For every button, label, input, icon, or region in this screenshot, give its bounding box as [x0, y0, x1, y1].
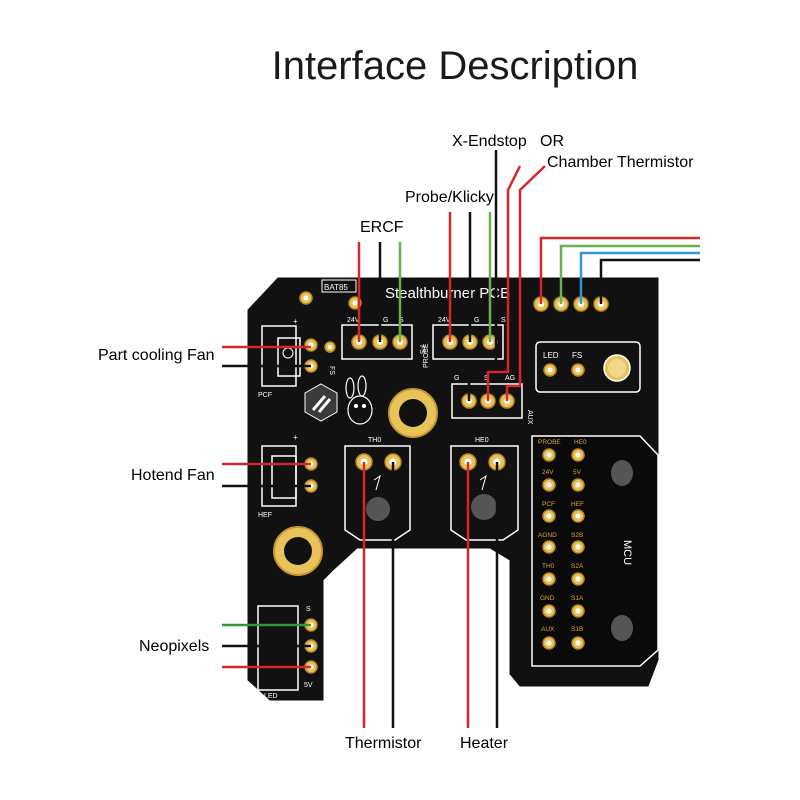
callout-heater: Heater [460, 735, 509, 752]
mounting-hole-icon [388, 388, 438, 438]
callout-part-cooling-fan: Part cooling Fan [98, 347, 215, 364]
svg-text:TH0: TH0 [542, 563, 555, 570]
svg-text:24V: 24V [542, 469, 554, 476]
svg-text:HE0: HE0 [574, 439, 587, 446]
callout-chamber-thermistor: Chamber Thermistor [547, 154, 694, 171]
header-wire-green [559, 244, 700, 304]
led-connector-label: LED [264, 693, 278, 700]
svg-text:PCF: PCF [542, 501, 555, 508]
probe-vertical-label: PROBE [423, 343, 430, 368]
fs-small-vertical: FS [328, 366, 335, 375]
hef-label: HEF [258, 512, 272, 519]
aux-wire-red2 [505, 165, 546, 401]
fs-label: FS [572, 351, 582, 360]
svg-text:GND: GND [540, 595, 555, 602]
callout-thermistor: Thermistor [345, 735, 422, 752]
page-title: Interface Description [271, 44, 639, 88]
svg-text:5V: 5V [573, 469, 582, 476]
svg-text:S1B: S1B [571, 626, 583, 633]
svg-text:S2B: S2B [571, 532, 583, 539]
bat85-label: BAT85 [324, 283, 348, 292]
led-label: LED [543, 351, 559, 360]
pcf-plus: + [293, 317, 298, 326]
logo-hex-icon [304, 383, 338, 422]
svg-text:HEF: HEF [571, 501, 584, 508]
svg-text:PROBE: PROBE [538, 439, 561, 446]
mounting-hole-icon [273, 526, 323, 576]
callout-hotend-fan: Hotend Fan [131, 467, 215, 484]
ercf-pin-24v: 24V [347, 317, 360, 324]
probe-pin-g: G [474, 317, 479, 324]
header-wire-red [539, 236, 700, 304]
bunny-mascot-icon [345, 375, 373, 425]
mcu-mount-hole [611, 460, 633, 486]
neopixel-connector [257, 605, 299, 691]
svg-text:S1A: S1A [571, 595, 584, 602]
mcu-mount-hole [611, 615, 633, 641]
callout-ercf: ERCF [360, 219, 404, 236]
neo-pin-s: S [306, 606, 311, 613]
probe-connector [432, 324, 504, 360]
he0-block [450, 445, 519, 541]
probe-pin-24v: 24V [438, 317, 451, 324]
probe-pin-s: S [501, 317, 506, 324]
ercf-pin-s: S [399, 317, 404, 324]
svg-text:S2A: S2A [571, 563, 584, 570]
svg-text:AUX: AUX [541, 626, 555, 633]
callout-probe-klicky: Probe/Klicky [405, 189, 494, 206]
aux-wire-red [486, 165, 522, 401]
pcf-label: PCF [258, 392, 272, 399]
board-name: Stealthburner PCB [385, 285, 510, 302]
th0-label: TH0 [368, 437, 381, 444]
callout-neopixels: Neopixels [139, 638, 209, 655]
aux-wire-black [467, 150, 498, 401]
svg-text:AGND: AGND [538, 532, 557, 539]
header-wire-black [599, 258, 700, 304]
callout-or: OR [540, 133, 564, 150]
aux-vertical-label: AUX [526, 410, 533, 425]
header-wire-blue [579, 251, 700, 304]
mcu-label: MCU [621, 540, 633, 565]
led-fs-box [535, 341, 641, 393]
aux-pin-ag: AG [505, 375, 515, 382]
bat85-outline [321, 279, 357, 293]
aux-pin-g: G [454, 375, 459, 382]
he0-label: HE0 [475, 437, 489, 444]
th0-block [344, 445, 411, 541]
ercf-connector [341, 324, 413, 360]
callout-x-endstop: X-Endstop [452, 133, 527, 150]
mcu-panel [531, 435, 659, 667]
ercf-pin-g: G [383, 317, 388, 324]
fs-vertical-label: FS [418, 345, 425, 354]
hef-plus: + [293, 433, 298, 442]
neo-pin-5v: 5V [304, 682, 313, 689]
aux-pin-s: S [484, 375, 489, 382]
mcu-pad-grid: PROBE HE0 24V 5V PCF HEF AGND S2B TH0 S2… [538, 439, 587, 650]
